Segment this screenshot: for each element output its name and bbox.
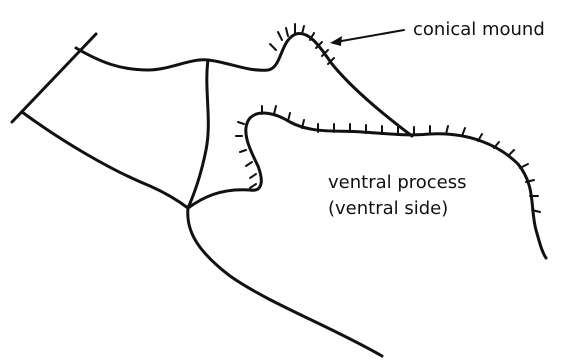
ventral-process-spines	[236, 106, 540, 212]
internal-vertical-line	[188, 60, 208, 208]
conical-mound-label: conical mound	[413, 19, 545, 40]
lower-outline	[188, 208, 382, 356]
conical-mound-arrow	[330, 30, 404, 46]
left-diagonal-edge	[12, 34, 96, 122]
lower-left-outline	[22, 112, 188, 208]
ventral-process-label-line1: ventral process	[328, 172, 467, 193]
upper-body-outline	[76, 33, 412, 136]
ventral-process-label-line2: (ventral side)	[328, 198, 448, 219]
